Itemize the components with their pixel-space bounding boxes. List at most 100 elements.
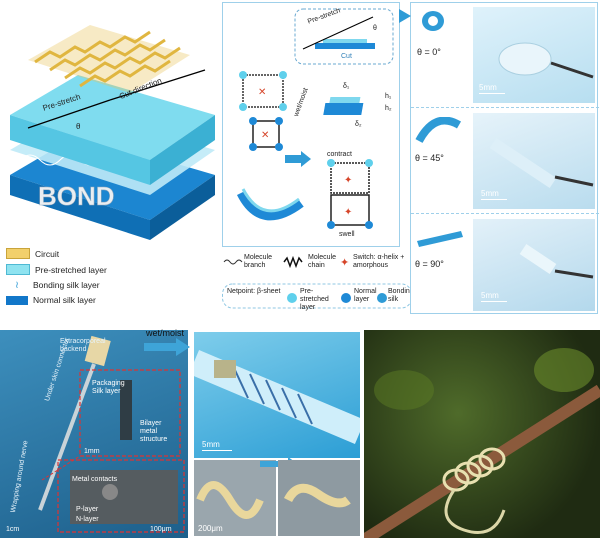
ring-shape-icon <box>422 11 444 31</box>
bond-text: BOND <box>38 181 115 211</box>
svg-text:✕: ✕ <box>258 87 266 98</box>
normal-layer-label: Normal layer <box>354 288 377 303</box>
mechanism-key: ✦ Molecule branch Molecule chain Switch:… <box>222 252 414 311</box>
prestretched-layer-front <box>10 115 150 185</box>
plant-tendril-photo <box>364 330 600 538</box>
tendril-drawing <box>364 348 600 538</box>
bilayer-top <box>329 97 361 103</box>
bilayer-block <box>323 103 364 115</box>
prestretched-layer-side <box>150 115 215 185</box>
svg-text:✦: ✦ <box>344 175 352 186</box>
flat-strip-icon <box>417 231 463 247</box>
packaging-label: Packaging Silk layer <box>92 380 125 395</box>
cut-direction-arrow <box>109 69 206 101</box>
contract-label: contract <box>327 151 352 158</box>
inset-cut-label: Cut <box>341 53 352 60</box>
circuit-pattern <box>28 25 190 93</box>
micro-photo-after <box>278 460 360 536</box>
svg-text:✕: ✕ <box>261 130 269 141</box>
legend-label: Normal silk layer <box>33 295 96 305</box>
device-photo-panel: Extracorporeal backend Under skin connec… <box>0 330 188 538</box>
angle-photo-1: 5mm <box>473 113 595 209</box>
scale-1mm-label: 1mm <box>84 448 100 455</box>
molecule-chain-symbol <box>283 255 303 269</box>
molecule-chain-label: Molecule chain <box>308 254 337 269</box>
switch-symbol: ✦ <box>340 257 349 269</box>
angle-photo-0: 5mm <box>473 7 595 103</box>
h1-label: h₁ <box>385 93 392 100</box>
wrapped-tube-photo: 5mm <box>194 332 360 458</box>
twisted-strip-icon <box>415 117 462 144</box>
mechanism-panel: ✕ ✕ ✦ ✦ Pre-stretch Cut θ δ₁ δ₂ h₁ h₂ we… <box>222 2 400 247</box>
scale-label: 5mm <box>202 440 220 449</box>
normal-layer-front <box>10 175 150 240</box>
bonding-silk-label: Bonding silk <box>388 288 414 303</box>
delta1-label: δ₁ <box>343 83 350 90</box>
device-photo-drawing <box>38 335 185 533</box>
scale-label: 5mm <box>481 291 499 300</box>
network-contracted: ✕ ✕ <box>239 71 287 151</box>
network-swell: ✦ ✦ <box>327 159 373 229</box>
wrap-photo-panel: wet/moist 5mm 200μm <box>144 328 362 538</box>
p-layer-label: P-layer <box>76 506 99 513</box>
netpoint-label: Netpoint: β-sheet <box>227 288 281 295</box>
curled-film <box>236 190 304 221</box>
h2-label: h₂ <box>385 105 392 112</box>
prestretched-swatch <box>6 264 30 275</box>
legend-item-normal: Normal silk layer <box>6 295 96 305</box>
pointer-arrow-icon <box>399 9 411 23</box>
cut-prestretch-strip <box>323 39 367 43</box>
normal-swatch <box>6 295 28 305</box>
n-layer-label: N-layer <box>76 516 99 523</box>
delta2-label: δ₂ <box>355 121 362 128</box>
mechanism-drawing: ✕ ✕ ✦ ✦ <box>236 8 394 229</box>
prestretched-dot <box>287 293 297 303</box>
legend-item-circuit: Circuit <box>6 248 59 259</box>
normal-layer-side <box>150 175 215 240</box>
scale-label: 200μm <box>198 524 223 533</box>
circuit-swatch <box>6 248 30 259</box>
legend-label: Pre-stretched layer <box>35 264 107 275</box>
svg-text:✦: ✦ <box>344 207 352 218</box>
wet-moist-arrow <box>285 151 311 167</box>
angle-photo-2: 5mm <box>473 219 595 311</box>
prestretched-layer-top <box>10 75 215 160</box>
angle-label: θ = 0° <box>417 47 441 57</box>
theta-label: θ <box>76 122 81 131</box>
wet-moist-label: wet/moist <box>146 328 185 338</box>
bilayer-label: Bilayer metal structure <box>140 420 168 443</box>
legend-label: Circuit <box>35 248 60 259</box>
molecule-branch-label: Molecule branch <box>244 254 273 269</box>
inset-theta-label: θ <box>373 25 377 32</box>
inset-arrow <box>302 16 374 50</box>
metal-contacts-label: Metal contacts <box>72 476 118 483</box>
scale-label: 5mm <box>479 83 497 92</box>
layered-device-drawing: BOND <box>10 25 215 240</box>
legend-label: Bonding silk layer <box>33 280 100 290</box>
angle-label: θ = 90° <box>415 259 444 269</box>
device-illustration-panel: BOND Pre-stretch Cut direction θ Circuit… <box>0 0 220 305</box>
angle-row-1: θ = 45° 5mm <box>411 109 599 214</box>
scale-1cm-label: 1cm <box>6 526 20 533</box>
prestretched-layer-label: Pre-stretched layer <box>300 288 329 311</box>
angle-row-2: θ = 90° 5mm <box>411 215 599 315</box>
micro-photo-before: 200μm <box>194 460 276 536</box>
normal-dot <box>341 293 351 303</box>
bonding-dot <box>377 293 387 303</box>
scale-100um-label: 100μm <box>150 526 172 533</box>
swell-label: swell <box>339 231 355 238</box>
switch-label: Switch: α-helix + amorphous <box>353 254 405 269</box>
legend-item-prestretched: Pre-stretched layer <box>6 264 107 275</box>
cut-inset-box <box>294 8 394 65</box>
prestretch-arrow <box>27 99 111 129</box>
scale-label: 5mm <box>481 189 499 198</box>
wet-moist-arrow-icon <box>144 338 190 356</box>
bonding-silk-icon: ≀ <box>15 279 19 291</box>
angle-results-panel: θ = 0° 5mm θ = 45° 5mm θ = 90° 5mm <box>399 2 599 315</box>
extracorporeal-label: Extracorporeal backend <box>60 338 106 353</box>
legend-item-bonding: ≀ Bonding silk layer <box>6 280 100 290</box>
angle-row-0: θ = 0° 5mm <box>411 3 599 108</box>
angle-label: θ = 45° <box>415 153 444 163</box>
cut-strip <box>315 43 375 49</box>
molecule-branch-symbol <box>223 259 243 265</box>
